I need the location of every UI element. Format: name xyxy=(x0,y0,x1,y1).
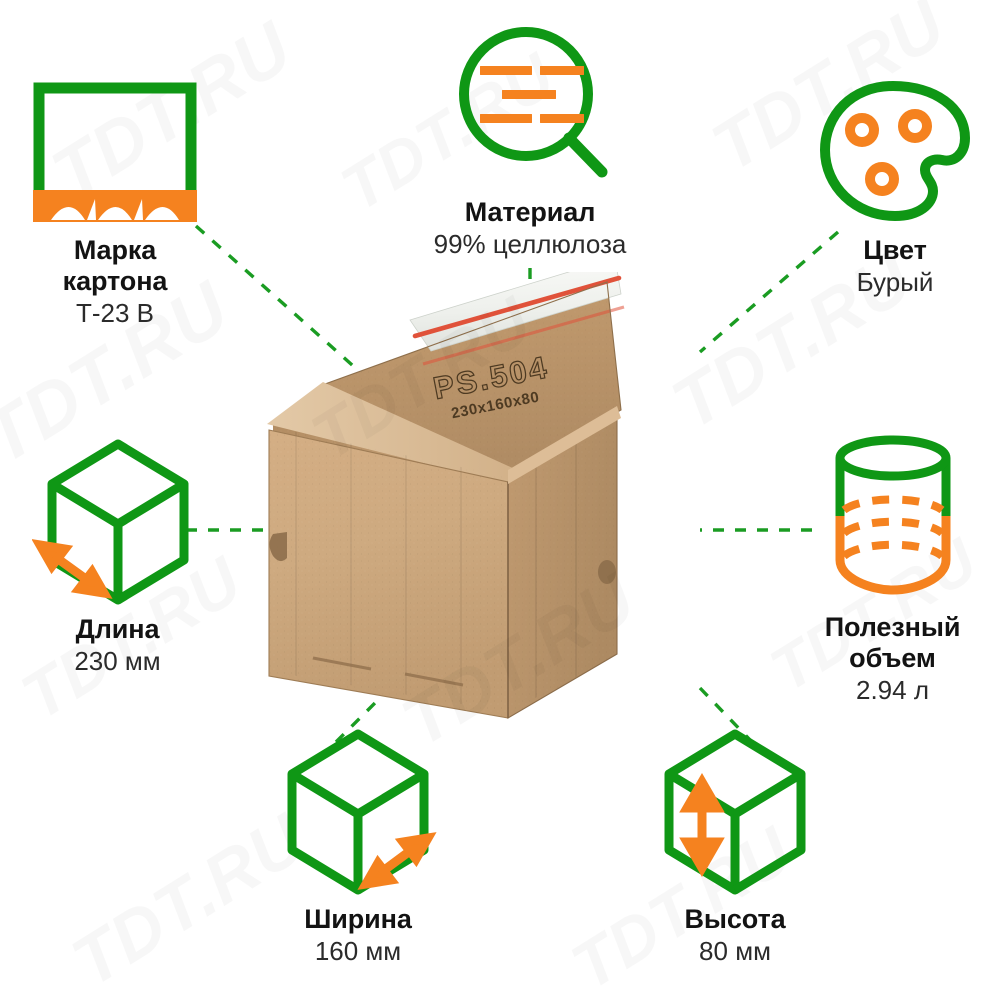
box-back-flap: PS.504 230x160x80 xyxy=(323,257,625,476)
spec-title: Марка картона xyxy=(62,235,168,296)
spec-title: Ширина xyxy=(304,904,412,934)
spec-value: 80 мм xyxy=(699,935,771,966)
spec-title: Цвет xyxy=(863,235,927,265)
spec-node-material: Материал 99% целлюлоза xyxy=(380,20,680,259)
spec-node-usable-volume: Полезный объем 2.94 л xyxy=(785,430,1000,705)
spec-value: Бурый xyxy=(856,266,934,297)
palette-icon xyxy=(820,81,970,221)
cylinder-volume-icon xyxy=(835,435,950,595)
spec-node-color: Цвет Бурый xyxy=(790,78,1000,297)
spec-node-height: Высота 80 мм xyxy=(620,722,850,966)
corrugated-board-icon xyxy=(33,82,197,222)
spec-value: 160 мм xyxy=(314,935,402,966)
spec-title: Полезный объем xyxy=(824,612,961,673)
cube-length-icon xyxy=(31,439,188,605)
spec-title: Длина xyxy=(75,614,160,644)
box-front-face xyxy=(268,427,509,719)
spec-value: 99% целлюлоза xyxy=(433,228,627,259)
connector-color xyxy=(698,230,840,354)
spec-node-cardboard-grade: Марка картона Т-23 В xyxy=(0,78,230,328)
spec-value: Т-23 В xyxy=(75,297,155,328)
spec-title: Материал xyxy=(464,197,596,227)
box-side-face xyxy=(507,417,618,719)
spec-value: 2.94 л xyxy=(856,674,929,705)
product-photo-cardboard-box: PS.504 230x160x80 xyxy=(255,257,735,762)
spec-node-length: Длина 230 мм xyxy=(10,432,225,676)
spec-title: Высота xyxy=(684,904,786,934)
cube-width-icon xyxy=(287,729,437,895)
connector-grade xyxy=(194,224,362,374)
spec-value: 230 мм xyxy=(74,645,161,676)
magnifier-icon xyxy=(459,27,608,178)
spec-node-width: Ширина 160 мм xyxy=(243,722,473,966)
cube-height-icon xyxy=(664,729,806,895)
